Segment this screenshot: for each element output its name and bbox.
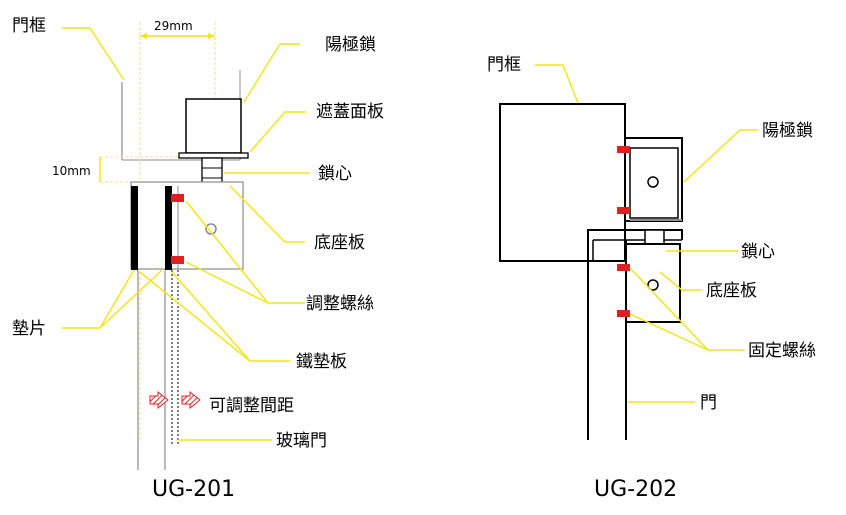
- ug201-shim-left: [131, 186, 138, 270]
- ug202-door-top-bracket: [587, 229, 683, 256]
- ug202-leader-base-plate: [659, 271, 702, 291]
- ug202-leader-fixing-screw-b: [629, 313, 709, 351]
- ug201-label-lock-core: 鎖心: [318, 164, 352, 184]
- ug202-label-strike-lock: 陽極鎖: [762, 121, 813, 141]
- ug201-base-plate: [130, 181, 244, 270]
- ug201-label-frame: 門框: [12, 16, 46, 36]
- ug202-label-lock-core: 鎖心: [741, 242, 775, 262]
- ug201-adjust-screw-top: [171, 194, 184, 202]
- ug201-base-plate-hole: [205, 223, 217, 235]
- ug201-cover-plate: [178, 152, 249, 159]
- ug202-label-frame: 門框: [487, 55, 521, 75]
- ug202-strike-lock-hole: [647, 176, 659, 188]
- ug201-label-iron-shim-plate: 鐵墊板: [296, 352, 347, 372]
- ug201-dim-width-text: 29mm: [154, 19, 193, 33]
- ug201-leader-iron-shim-a: [139, 271, 290, 362]
- ug201-label-strike-lock: 陽極鎖: [325, 35, 376, 55]
- ug202-door-frame: [499, 103, 626, 262]
- ug202-caption: UG-202: [594, 477, 677, 502]
- ug201-leader-adjust-screw-b: [185, 261, 269, 304]
- ug201-leader-base-plate: [229, 185, 305, 243]
- ug201-label-adjust-screw: 調整螺絲: [306, 294, 374, 314]
- ug201-label-base-plate: 底座板: [314, 233, 365, 253]
- ug201-shim-right: [165, 186, 172, 270]
- ug202-leader-frame: [535, 64, 579, 104]
- ug201-dim-gap-text: 10mm: [52, 164, 91, 178]
- ug202-diagram: 門框 陽極鎖 鎖心 底座板 固定螺絲 門 UG-202: [487, 55, 816, 502]
- ug202-base-plate-hole: [647, 279, 659, 291]
- ug201-leader-strike-lock: [243, 43, 300, 103]
- ug201-leader-shim-a: [62, 269, 135, 329]
- ug202-fixing-screw-2: [617, 207, 630, 214]
- ug202-leader-strike-lock: [683, 129, 758, 183]
- ug202-base-plate: [625, 243, 681, 323]
- ug202-fixing-screw-1: [617, 146, 630, 153]
- ug201-leader-shim-b: [99, 269, 163, 329]
- ug202-fixing-screw-4: [617, 310, 630, 317]
- ug201-gap-arrow-left: [149, 390, 169, 410]
- ug202-label-door: 門: [700, 393, 717, 413]
- ug201-caption: UG-201: [152, 477, 235, 502]
- ug202-fixing-screw-3: [617, 264, 630, 271]
- ug201-leader-cover-plate: [249, 111, 306, 153]
- ug202-label-fixing-screw: 固定螺絲: [748, 341, 816, 361]
- ug201-label-shim: 墊片: [12, 319, 46, 339]
- ug201-dim-arrow-left: [140, 33, 147, 39]
- ug201-label-adjustable-gap: 可調整間距: [209, 396, 294, 416]
- ug201-dim-arrow-right: [208, 33, 215, 39]
- ug201-label-glass-door: 玻璃門: [276, 431, 327, 451]
- ug202-label-base-plate: 底座板: [706, 281, 757, 301]
- ug201-strike-lock-body: [185, 98, 242, 154]
- ug201-adjust-screw-bottom: [171, 256, 184, 264]
- ug201-label-cover-plate: 遮蓋面板: [316, 102, 384, 122]
- ug201-leader-iron-shim-b: [171, 271, 251, 362]
- ug201-gap-arrow-right: [181, 390, 201, 410]
- ug201-leader-frame: [62, 27, 125, 81]
- ug202-lock-core: [644, 229, 665, 246]
- ug201-diagram: 29mm 10mm: [12, 16, 384, 502]
